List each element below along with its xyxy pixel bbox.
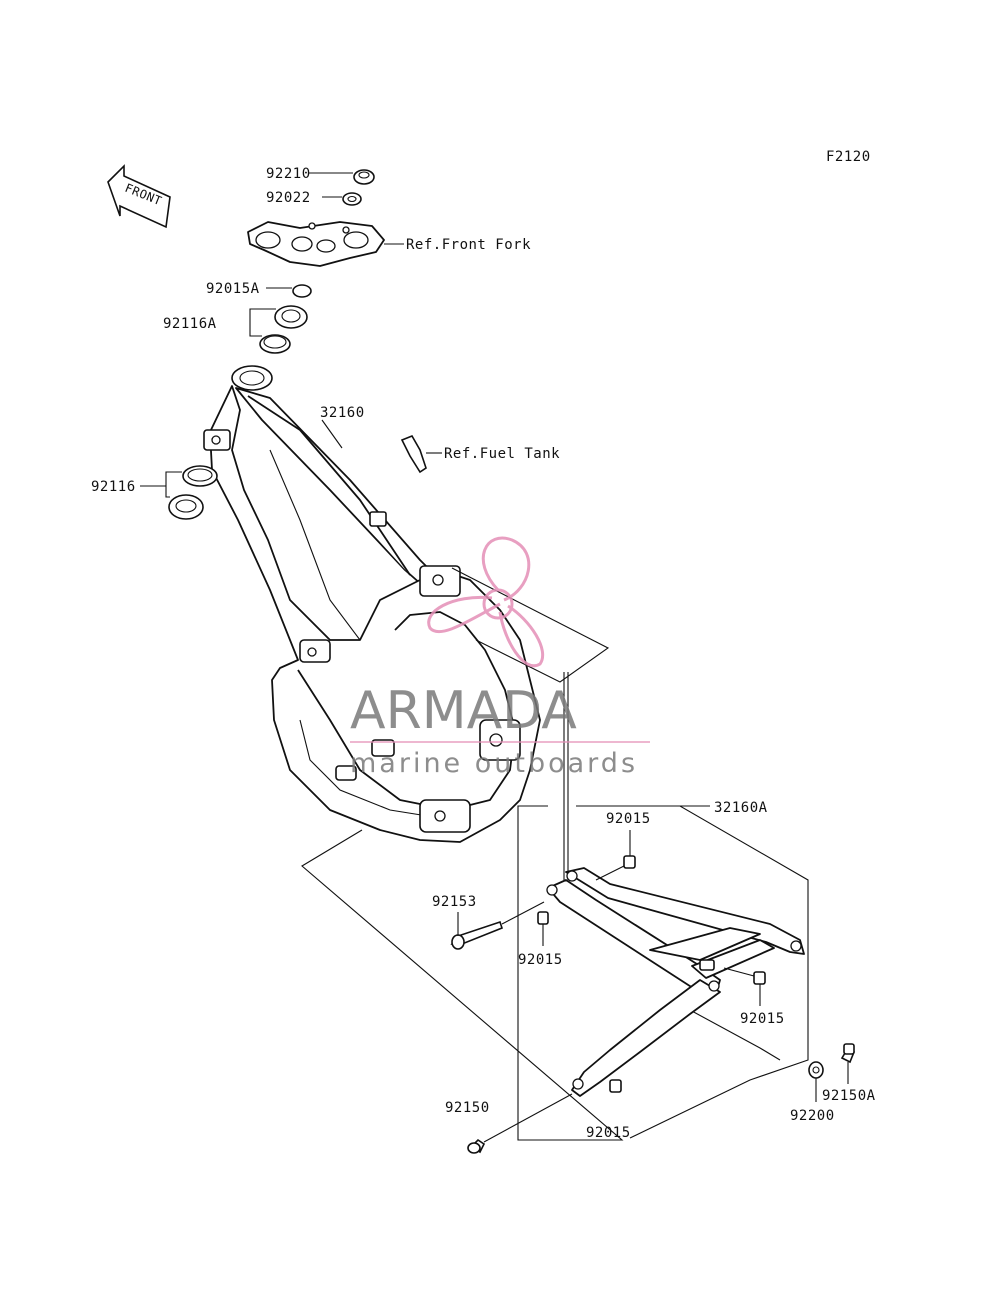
bolt-92150	[467, 1093, 573, 1154]
main-frame-32160	[203, 365, 541, 843]
bolt-92015-top	[595, 830, 636, 881]
label-ref-fuel-tank[interactable]: Ref.Fuel Tank	[444, 446, 560, 462]
bolt-92015-mid	[537, 911, 549, 946]
label-92210: 92210	[266, 166, 311, 182]
bolt-92015-right	[723, 967, 766, 1006]
label-92150A: 92150A	[822, 1088, 876, 1104]
label-92150: 92150	[445, 1100, 490, 1116]
watermark-tagline: marine outboards	[350, 748, 638, 779]
label-92015-mid: 92015	[518, 952, 563, 968]
washer-92022	[322, 192, 362, 206]
propeller-logo-icon	[427, 536, 545, 668]
diagram-code: F2120	[826, 149, 871, 165]
label-92015A: 92015A	[206, 281, 260, 297]
nut-92015A	[266, 284, 312, 298]
label-92022: 92022	[266, 190, 311, 206]
front-arrow-icon: FRONT	[107, 164, 171, 229]
nut-92210	[308, 169, 375, 185]
fuel-tank-bracket	[400, 434, 442, 474]
label-92116: 92116	[91, 479, 136, 495]
bearing-92116	[140, 465, 218, 520]
label-32160A: 32160A	[714, 800, 768, 816]
label-92116A: 92116A	[163, 316, 217, 332]
label-92153: 92153	[432, 894, 477, 910]
subframe-32160A	[546, 867, 805, 1097]
washer-92200	[808, 1061, 824, 1102]
bolt-92153	[450, 901, 545, 950]
bolt-92150A	[840, 1043, 855, 1084]
armada-watermark: ARMADA marine outboards	[350, 536, 650, 779]
label-32160: 32160	[320, 405, 365, 421]
label-92200: 92200	[790, 1108, 835, 1124]
label-92015-bottom: 92015	[586, 1125, 631, 1141]
bearing-92116A	[249, 305, 308, 354]
label-ref-front-fork[interactable]: Ref.Front Fork	[406, 237, 531, 253]
label-92015-right: 92015	[740, 1011, 785, 1027]
subframe-group-outline	[301, 567, 809, 1141]
upper-triple-clamp	[247, 221, 385, 267]
watermark-brand: ARMADA	[350, 681, 577, 741]
label-92015-top: 92015	[606, 811, 651, 827]
bolt-92015-bottom	[609, 1079, 622, 1093]
